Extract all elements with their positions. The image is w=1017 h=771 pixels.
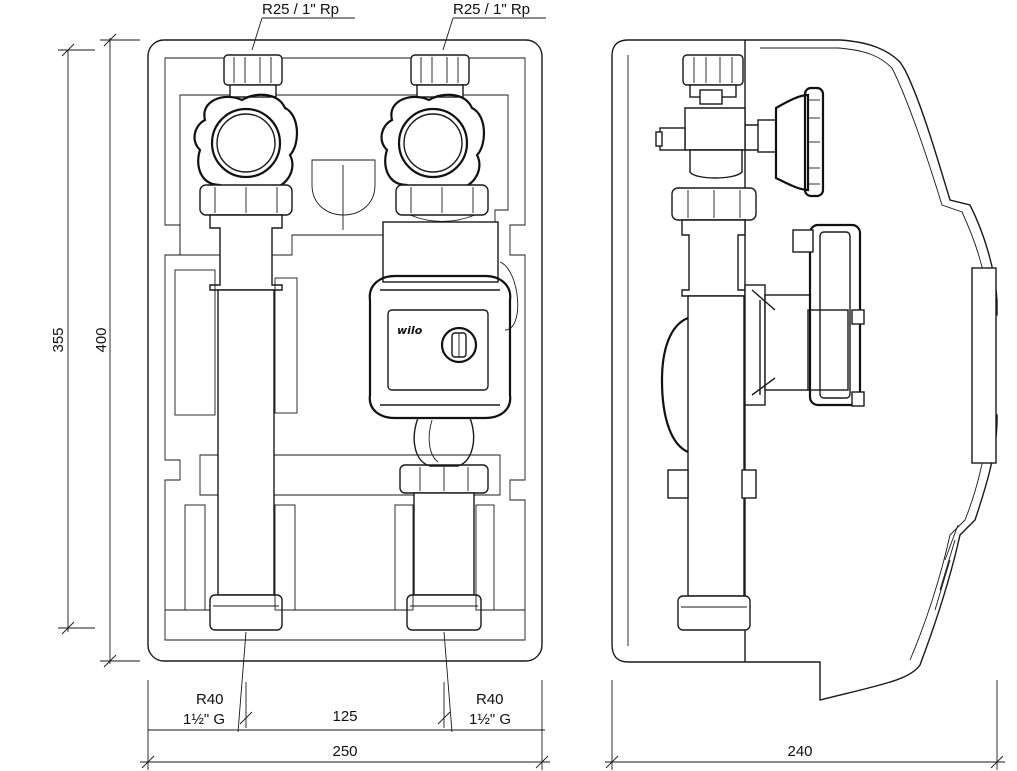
top-left-leader [251, 17, 263, 51]
front-left-lower-cutout-2 [274, 504, 296, 611]
dim-400-tick-top [103, 33, 117, 47]
front-backplate-step [199, 454, 501, 496]
dim-355-label: 355 [50, 327, 67, 352]
front-right-valve-nut [395, 184, 489, 222]
front-left-valve-handle [193, 93, 298, 197]
bottom-right-leader [443, 631, 453, 733]
top-right-connection-label: R25 / 1" Rp [453, 1, 530, 18]
dim-240-tick-left [605, 755, 619, 769]
side-cover-rib [934, 524, 959, 611]
side-valve-handle [757, 86, 825, 198]
front-insulation-inner [164, 57, 526, 641]
bottom-left-connection-label-2: 1½" G [183, 711, 225, 728]
side-valve-body [655, 89, 766, 179]
front-left-top-nut [223, 54, 283, 98]
front-right-pipe [399, 464, 489, 631]
top-right-leader [442, 17, 454, 51]
front-left-valve-nut [199, 184, 293, 216]
front-pump: wilo [368, 221, 519, 467]
front-center-bracket [311, 159, 376, 216]
dimensions: 355 400 R25 / 1" Rp R25 / 1" Rp R40 1½" … [50, 1, 1005, 770]
front-view: wilo [147, 39, 543, 662]
front-left-pipe [209, 214, 283, 631]
side-pump [660, 223, 865, 454]
front-right-lower-cutout-2 [475, 504, 495, 611]
bottom-left-connection-label-1: R40 [196, 691, 224, 708]
front-right-lower-cutout [394, 504, 414, 611]
bottom-right-connection-label-2: 1½" G [469, 711, 511, 728]
dim-125-label: 125 [332, 708, 357, 725]
dim-355-tick-bottom [61, 621, 75, 635]
dim-355-tick-top [61, 43, 75, 57]
bottom-left-leader [237, 631, 247, 733]
front-right-valve-handle [380, 93, 485, 197]
front-left-cutout-2 [274, 277, 298, 414]
dim-250-tick-right [535, 755, 549, 769]
top-left-connection-label: R25 / 1" Rp [262, 1, 339, 18]
front-insulation-outer [147, 39, 543, 662]
front-left-lower-cutout [184, 504, 206, 611]
dim-240-label: 240 [787, 743, 812, 760]
side-cover-label-panel [971, 267, 997, 464]
dim-240-tick-right [990, 755, 1004, 769]
dim-250-tick-left [141, 755, 155, 769]
bottom-right-connection-label-1: R40 [476, 691, 504, 708]
dim-400-tick-bottom [103, 654, 117, 668]
pump-brand-label: wilo [397, 324, 423, 337]
dim-400-label: 400 [93, 327, 110, 352]
front-left-cutout [174, 269, 216, 416]
front-right-top-nut [410, 54, 470, 98]
side-insulation-back [611, 39, 745, 663]
side-view [611, 39, 998, 701]
side-valve-nut [671, 187, 757, 221]
dim-250-label: 250 [332, 743, 357, 760]
side-pipe [667, 219, 757, 631]
